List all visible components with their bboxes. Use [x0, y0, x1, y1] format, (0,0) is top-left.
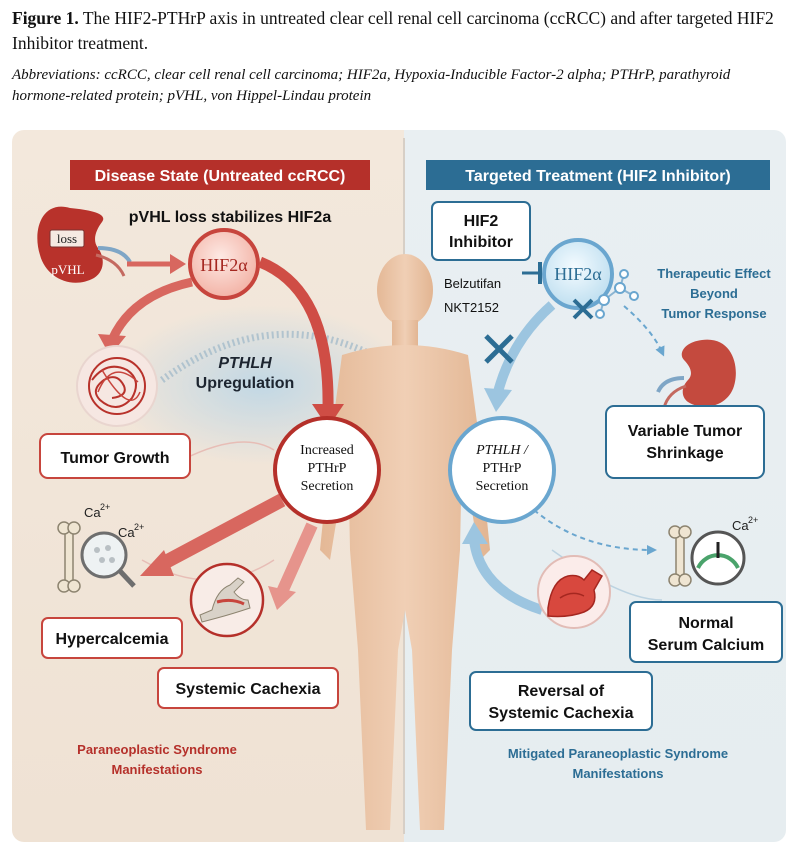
right-banner-bg	[426, 160, 770, 190]
secretion-right-line3: Secretion	[476, 479, 529, 494]
strong-arm-icon	[537, 555, 611, 629]
arrow-head	[98, 334, 126, 356]
secretion-left-line3: Secretion	[301, 479, 354, 494]
arrow-secretion-bone	[156, 493, 286, 572]
arrow-head	[268, 586, 296, 610]
right-footer-line1: Mitigated Paraneoplastic Syndrome	[508, 746, 728, 761]
drug-nkt2152: NKT2152	[444, 300, 499, 315]
tumor-growth-label: Tumor Growth	[60, 450, 169, 467]
hif2a-circle-left	[188, 228, 260, 300]
diagram-svg: Disease State (Untreated ccRCC) pVHL los…	[12, 130, 786, 842]
effect-line3: Tumor Response	[661, 306, 766, 321]
dashed-arrow-to-kidney	[623, 305, 665, 357]
arrow-head	[484, 388, 512, 412]
hif2a-right-label: HIF2α	[554, 264, 602, 284]
tumor-icon	[76, 345, 158, 427]
cachexia-left-label: Systemic Cachexia	[176, 681, 321, 698]
hif2-inhibitor-box	[431, 201, 531, 261]
secretion-circle-right	[448, 416, 556, 524]
connector-curve	[181, 441, 275, 461]
figure-caption: Figure 1. The HIF2-PTHrP axis in untreat…	[12, 6, 784, 107]
bone-magnifier-icon	[57, 521, 136, 593]
arrow-head	[170, 254, 186, 274]
secretion-circle-left	[273, 416, 381, 524]
left-banner: Disease State (Untreated ccRCC)	[95, 168, 346, 185]
cachexia-box-right	[469, 671, 653, 731]
calcium-line1: Normal	[678, 615, 733, 632]
hypercalcemia-label: Hypercalcemia	[56, 631, 169, 648]
diagram-figure: Disease State (Untreated ccRCC) pVHL los…	[12, 130, 786, 842]
effect-line2: Beyond	[690, 286, 738, 301]
kidney-loss-label: loss	[57, 231, 77, 246]
arrow-arm-secretion	[469, 539, 544, 615]
figure-text: The HIF2-PTHrP axis in untreated clear c…	[12, 8, 774, 53]
cachexia-box-left	[157, 667, 339, 709]
blocked-x-icon	[484, 334, 514, 364]
left-footer-line1: Paraneoplastic Syndrome	[77, 742, 237, 757]
cachexia-right-line1: Reversal of	[518, 683, 605, 700]
left-subtitle: pVHL loss stabilizes HIF2a	[129, 209, 332, 226]
molecule-icon	[595, 269, 639, 319]
arrow-secretion-muscle	[276, 522, 318, 595]
bone-gauge-icon	[668, 525, 746, 587]
ca-left-2-sup: 2+	[134, 522, 144, 532]
secretion-left-line1: Increased	[300, 443, 354, 458]
secretion-right-line2: PTHrP	[483, 461, 522, 476]
drug-belzutifan: Belzutifan	[444, 276, 501, 291]
calcium-box	[629, 601, 783, 663]
hif2a-left-label: HIF2α	[200, 255, 248, 275]
dashed-arrow-to-gauge	[533, 509, 657, 555]
figure-label: Figure 1.	[12, 8, 79, 28]
loss-tag	[49, 229, 85, 248]
ca-left-1: Ca	[84, 505, 101, 520]
arrow-head	[140, 550, 174, 576]
cachexia-right-line2: Systemic Cachexia	[489, 705, 634, 722]
secretion-left-line2: PTHrP	[308, 461, 347, 476]
arrow-head	[312, 404, 344, 428]
tumor-shrinkage-box	[605, 405, 765, 479]
inhibitor-line1: HIF2	[464, 213, 499, 230]
upregulation-label: Upregulation	[196, 375, 295, 392]
ca-left-1-sup: 2+	[100, 502, 110, 512]
arrow-head	[462, 522, 488, 544]
figure-title: Figure 1. The HIF2-PTHrP axis in untreat…	[12, 6, 784, 56]
hif2a-circle-right	[542, 238, 614, 310]
ca-left-2: Ca	[118, 525, 135, 540]
effect-line1: Therapeutic Effect	[657, 266, 771, 281]
kidney-pvhl-label: pVHL	[51, 262, 84, 277]
abbreviations: Abbreviations: ccRCC, clear cell renal c…	[12, 67, 731, 104]
ca-right-sup: 2+	[748, 515, 758, 525]
left-footer-line2: Manifestations	[111, 762, 202, 777]
arrow-hif2a-tumor	[107, 277, 193, 342]
shrink-line1: Variable Tumor	[628, 423, 742, 440]
hypercalcemia-box	[41, 617, 183, 659]
right-banner: Targeted Treatment (HIF2 Inhibitor)	[465, 168, 731, 185]
shrink-line2: Shrinkage	[646, 445, 723, 462]
left-banner-bg	[70, 160, 370, 190]
right-footer-line2: Manifestations	[572, 766, 663, 781]
calcium-line2: Serum Calcium	[648, 637, 764, 654]
membrane-arc	[159, 330, 384, 383]
tumor-growth-box	[39, 433, 191, 479]
arrow-hif2a-secretion-right	[493, 301, 556, 394]
arrow-hif2a-secretion	[257, 256, 334, 409]
blocked-x-icon	[572, 298, 594, 320]
inhibitor-line2: Inhibitor	[449, 234, 513, 251]
wasted-arm-icon	[189, 562, 265, 638]
ca-right: Ca	[732, 518, 749, 533]
secretion-right-line1: PTHLH /	[475, 443, 529, 458]
pthlh-label: PTHLH	[218, 355, 272, 372]
